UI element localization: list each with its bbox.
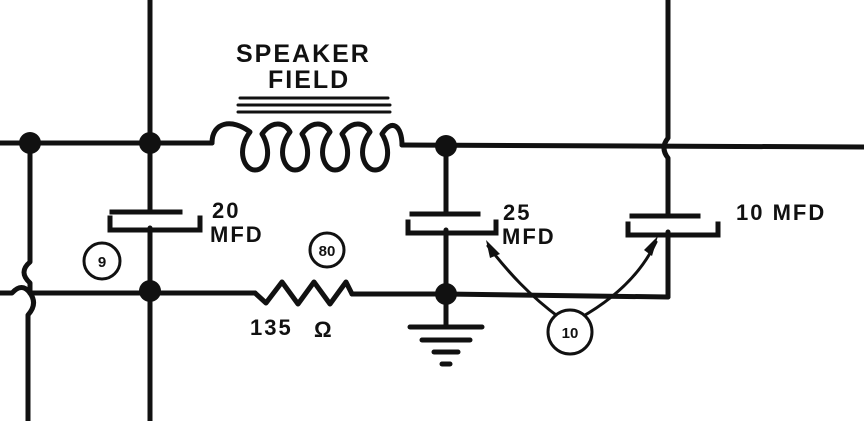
capacitor-25mfd: 25 MFD (405, 200, 556, 249)
ground-symbol (407, 324, 485, 367)
right-branch-wire-top (661, 0, 671, 217)
callout-9-text: 9 (98, 254, 106, 271)
inductor-label-line2: FIELD (268, 66, 350, 94)
junction-dots (19, 132, 457, 305)
capacitor-20mfd: 20 MFD (107, 198, 264, 247)
junction-dot (139, 280, 161, 302)
top-rail-right (399, 142, 864, 150)
resistor-value: 135 (250, 315, 293, 340)
callout-10-text: 10 (562, 325, 579, 342)
speaker-field-inductor: SPEAKER FIELD (209, 40, 405, 173)
bottom-rail-right (349, 291, 671, 300)
junction-dot (19, 132, 41, 154)
callout-80-text: 80 (319, 243, 336, 260)
cap-25-unit: MFD (502, 224, 556, 249)
cap-25-value: 25 (503, 200, 531, 225)
cap-20-unit: MFD (210, 222, 264, 247)
callout-80: 80 (308, 231, 346, 269)
cap-20-value: 20 (212, 198, 240, 223)
callout-10: 10 (486, 236, 658, 356)
inductor-label-line1: SPEAKER (236, 40, 371, 68)
resistor-135-ohm: 135 Ω (250, 279, 355, 342)
resistor-unit: Ω (314, 317, 334, 342)
capacitor-10mfd: 10 MFD (625, 200, 826, 238)
cap-10-label: 10 MFD (736, 200, 826, 225)
junction-dot (139, 132, 161, 154)
callout-9: 9 (82, 241, 122, 281)
junction-dot (435, 135, 457, 157)
left-wire (0, 140, 36, 421)
iron-core-lines (236, 96, 392, 114)
junction-dot (435, 283, 457, 305)
